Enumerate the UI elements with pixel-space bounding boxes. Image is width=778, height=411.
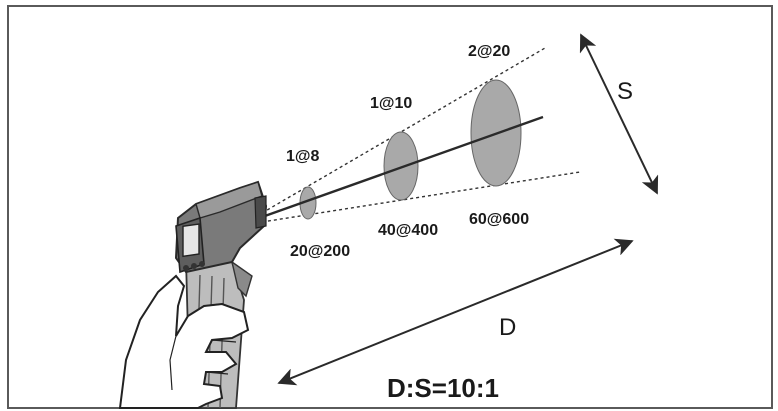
- figure-border: [7, 5, 773, 409]
- hand-illustration: [118, 274, 250, 409]
- distance-label: D: [499, 314, 516, 341]
- fov-upper-line: [261, 47, 546, 214]
- ratio-title: D:S=10:1: [387, 373, 499, 403]
- spot-3-bottom-label: 60@600: [469, 211, 529, 228]
- spot-1-top-label: 1@8: [286, 148, 320, 165]
- spot-size-arrow: [579, 33, 659, 195]
- spot-size-label: S: [617, 78, 633, 105]
- spot-2-top-label: 1@10: [370, 95, 412, 112]
- measurement-spot-2: [383, 131, 419, 201]
- distance-arrow: [277, 238, 634, 386]
- spot-2-bottom-label: 40@400: [378, 222, 438, 239]
- spot-3-top-label: 2@20: [468, 43, 510, 60]
- center-beam-line: [261, 115, 544, 219]
- spot-1-bottom-label: 20@200: [290, 243, 350, 260]
